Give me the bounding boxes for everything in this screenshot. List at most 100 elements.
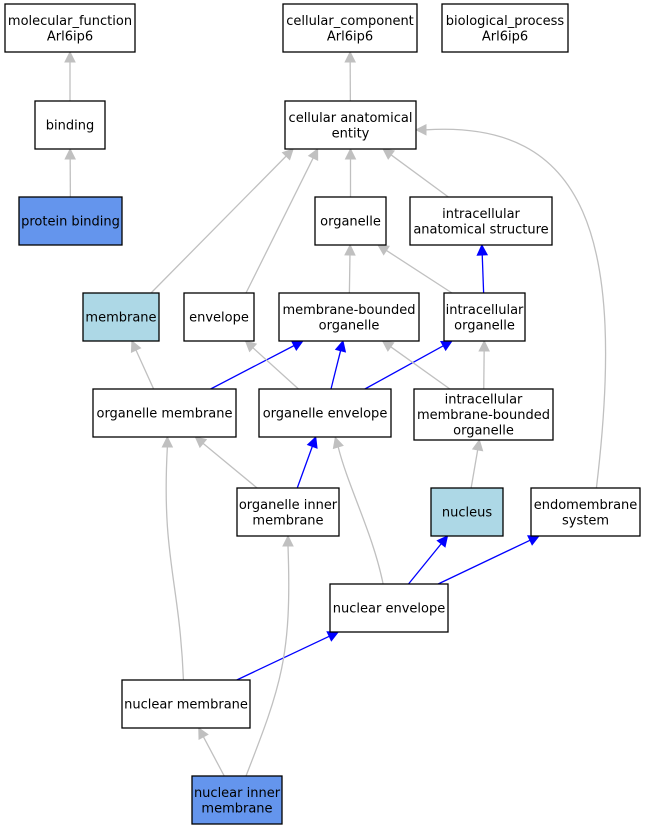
node-nuclear-membrane[interactable]: nuclear membrane [121, 679, 251, 729]
edge-line [481, 254, 485, 294]
arrowhead [414, 123, 427, 136]
node-label: nucleus [442, 506, 492, 521]
node-label: protein binding [21, 215, 120, 230]
arrowhead [527, 535, 541, 546]
node-box [441, 3, 569, 53]
arrowhead [244, 340, 258, 353]
arrowhead [344, 243, 356, 256]
node-box [329, 583, 449, 633]
edge-organelle-envelope-to-membrane-bounded-organelle [330, 339, 347, 390]
edge-organelle-membrane-to-membrane-bounded-organelle [210, 340, 304, 390]
edge-line [437, 539, 531, 585]
edge-intracellular-mb-organelle-to-intracellular-organelle [478, 339, 490, 390]
edge-line [245, 545, 290, 777]
edge-line [135, 349, 155, 390]
arrowhead [130, 339, 142, 353]
node-label: intracellular [445, 393, 523, 408]
node-label: organelle [319, 318, 380, 333]
node-label: organelle [453, 424, 514, 439]
arrowhead [476, 243, 489, 256]
edge-line [202, 442, 258, 489]
arrowhead [381, 340, 395, 352]
edge-protein-binding-to-binding [64, 147, 76, 198]
arrowhead [334, 339, 347, 353]
arrowhead [326, 631, 340, 642]
arrowhead [332, 436, 344, 450]
node-box [284, 100, 417, 150]
arrowhead [471, 438, 484, 452]
edge-binding-to-molecular-function [64, 50, 76, 101]
node-box [278, 292, 420, 342]
node-nuclear-envelope[interactable]: nuclear envelope [329, 583, 449, 633]
edge-line [337, 446, 384, 585]
edge-line [202, 736, 225, 777]
arrowhead [64, 147, 76, 160]
edge-line [165, 446, 185, 681]
edge-nuclear-membrane-to-nuclear-envelope [236, 631, 340, 681]
node-organelle[interactable]: organelle [314, 196, 387, 246]
edge-membrane-bounded-organelle-to-organelle [344, 243, 356, 294]
edge-organelle-inner-membrane-to-organelle-envelope [296, 435, 318, 489]
node-membrane[interactable]: membrane [82, 292, 160, 342]
node-label: endomembrane [534, 498, 638, 513]
node-label: system [562, 513, 609, 528]
arrowhead [198, 727, 209, 740]
node-nucleus[interactable]: nucleus [430, 487, 504, 537]
arrowhead [307, 147, 319, 161]
node-label: nuclear inner [194, 786, 281, 801]
node-organelle-envelope[interactable]: organelle envelope [258, 388, 392, 438]
edge-line [296, 446, 313, 489]
node-box [34, 100, 106, 150]
arrowhead [194, 436, 208, 449]
node-box [92, 388, 237, 438]
edge-line [407, 543, 442, 585]
node-label: envelope [189, 311, 249, 326]
edge-line [425, 128, 607, 489]
edge-line [245, 157, 314, 294]
edge-nuclear-envelope-to-organelle-envelope [332, 436, 384, 585]
node-label: Arl6ip6 [47, 29, 93, 44]
edge-line [210, 345, 295, 390]
node-label: cellular anatomical [289, 111, 413, 126]
node-label: anatomical structure [413, 222, 548, 237]
node-organelle-membrane[interactable]: organelle membrane [92, 388, 237, 438]
arrowhead [344, 50, 356, 63]
node-label: membrane [201, 801, 272, 816]
edge-line [470, 449, 479, 489]
node-binding[interactable]: binding [34, 100, 106, 150]
node-box [18, 196, 123, 246]
edge-line [330, 350, 342, 390]
node-envelope[interactable]: envelope [183, 292, 255, 342]
node-label: organelle inner [239, 498, 338, 513]
node-label: organelle [454, 318, 515, 333]
arrowhead [64, 50, 76, 63]
edge-organelle-membrane-to-membrane [130, 339, 155, 390]
node-box [409, 196, 553, 246]
edge-nuclear-envelope-to-nucleus [407, 535, 449, 585]
edge-line [390, 154, 449, 198]
edge-intracellular-anatomical-structure-to-cellular-anatomical-entity [382, 148, 449, 198]
node-label: membrane [85, 311, 156, 326]
node-box [82, 292, 160, 342]
edge-line [252, 347, 299, 390]
node-label: Arl6ip6 [327, 29, 373, 44]
node-label: membrane [252, 513, 323, 528]
node-protein-binding[interactable]: protein binding [18, 196, 123, 246]
arrowhead [281, 148, 294, 161]
edge-organelle-inner-membrane-to-organelle-membrane [194, 436, 258, 489]
node-label: organelle envelope [263, 407, 388, 422]
node-box [314, 196, 387, 246]
node-label: intracellular [442, 207, 520, 222]
